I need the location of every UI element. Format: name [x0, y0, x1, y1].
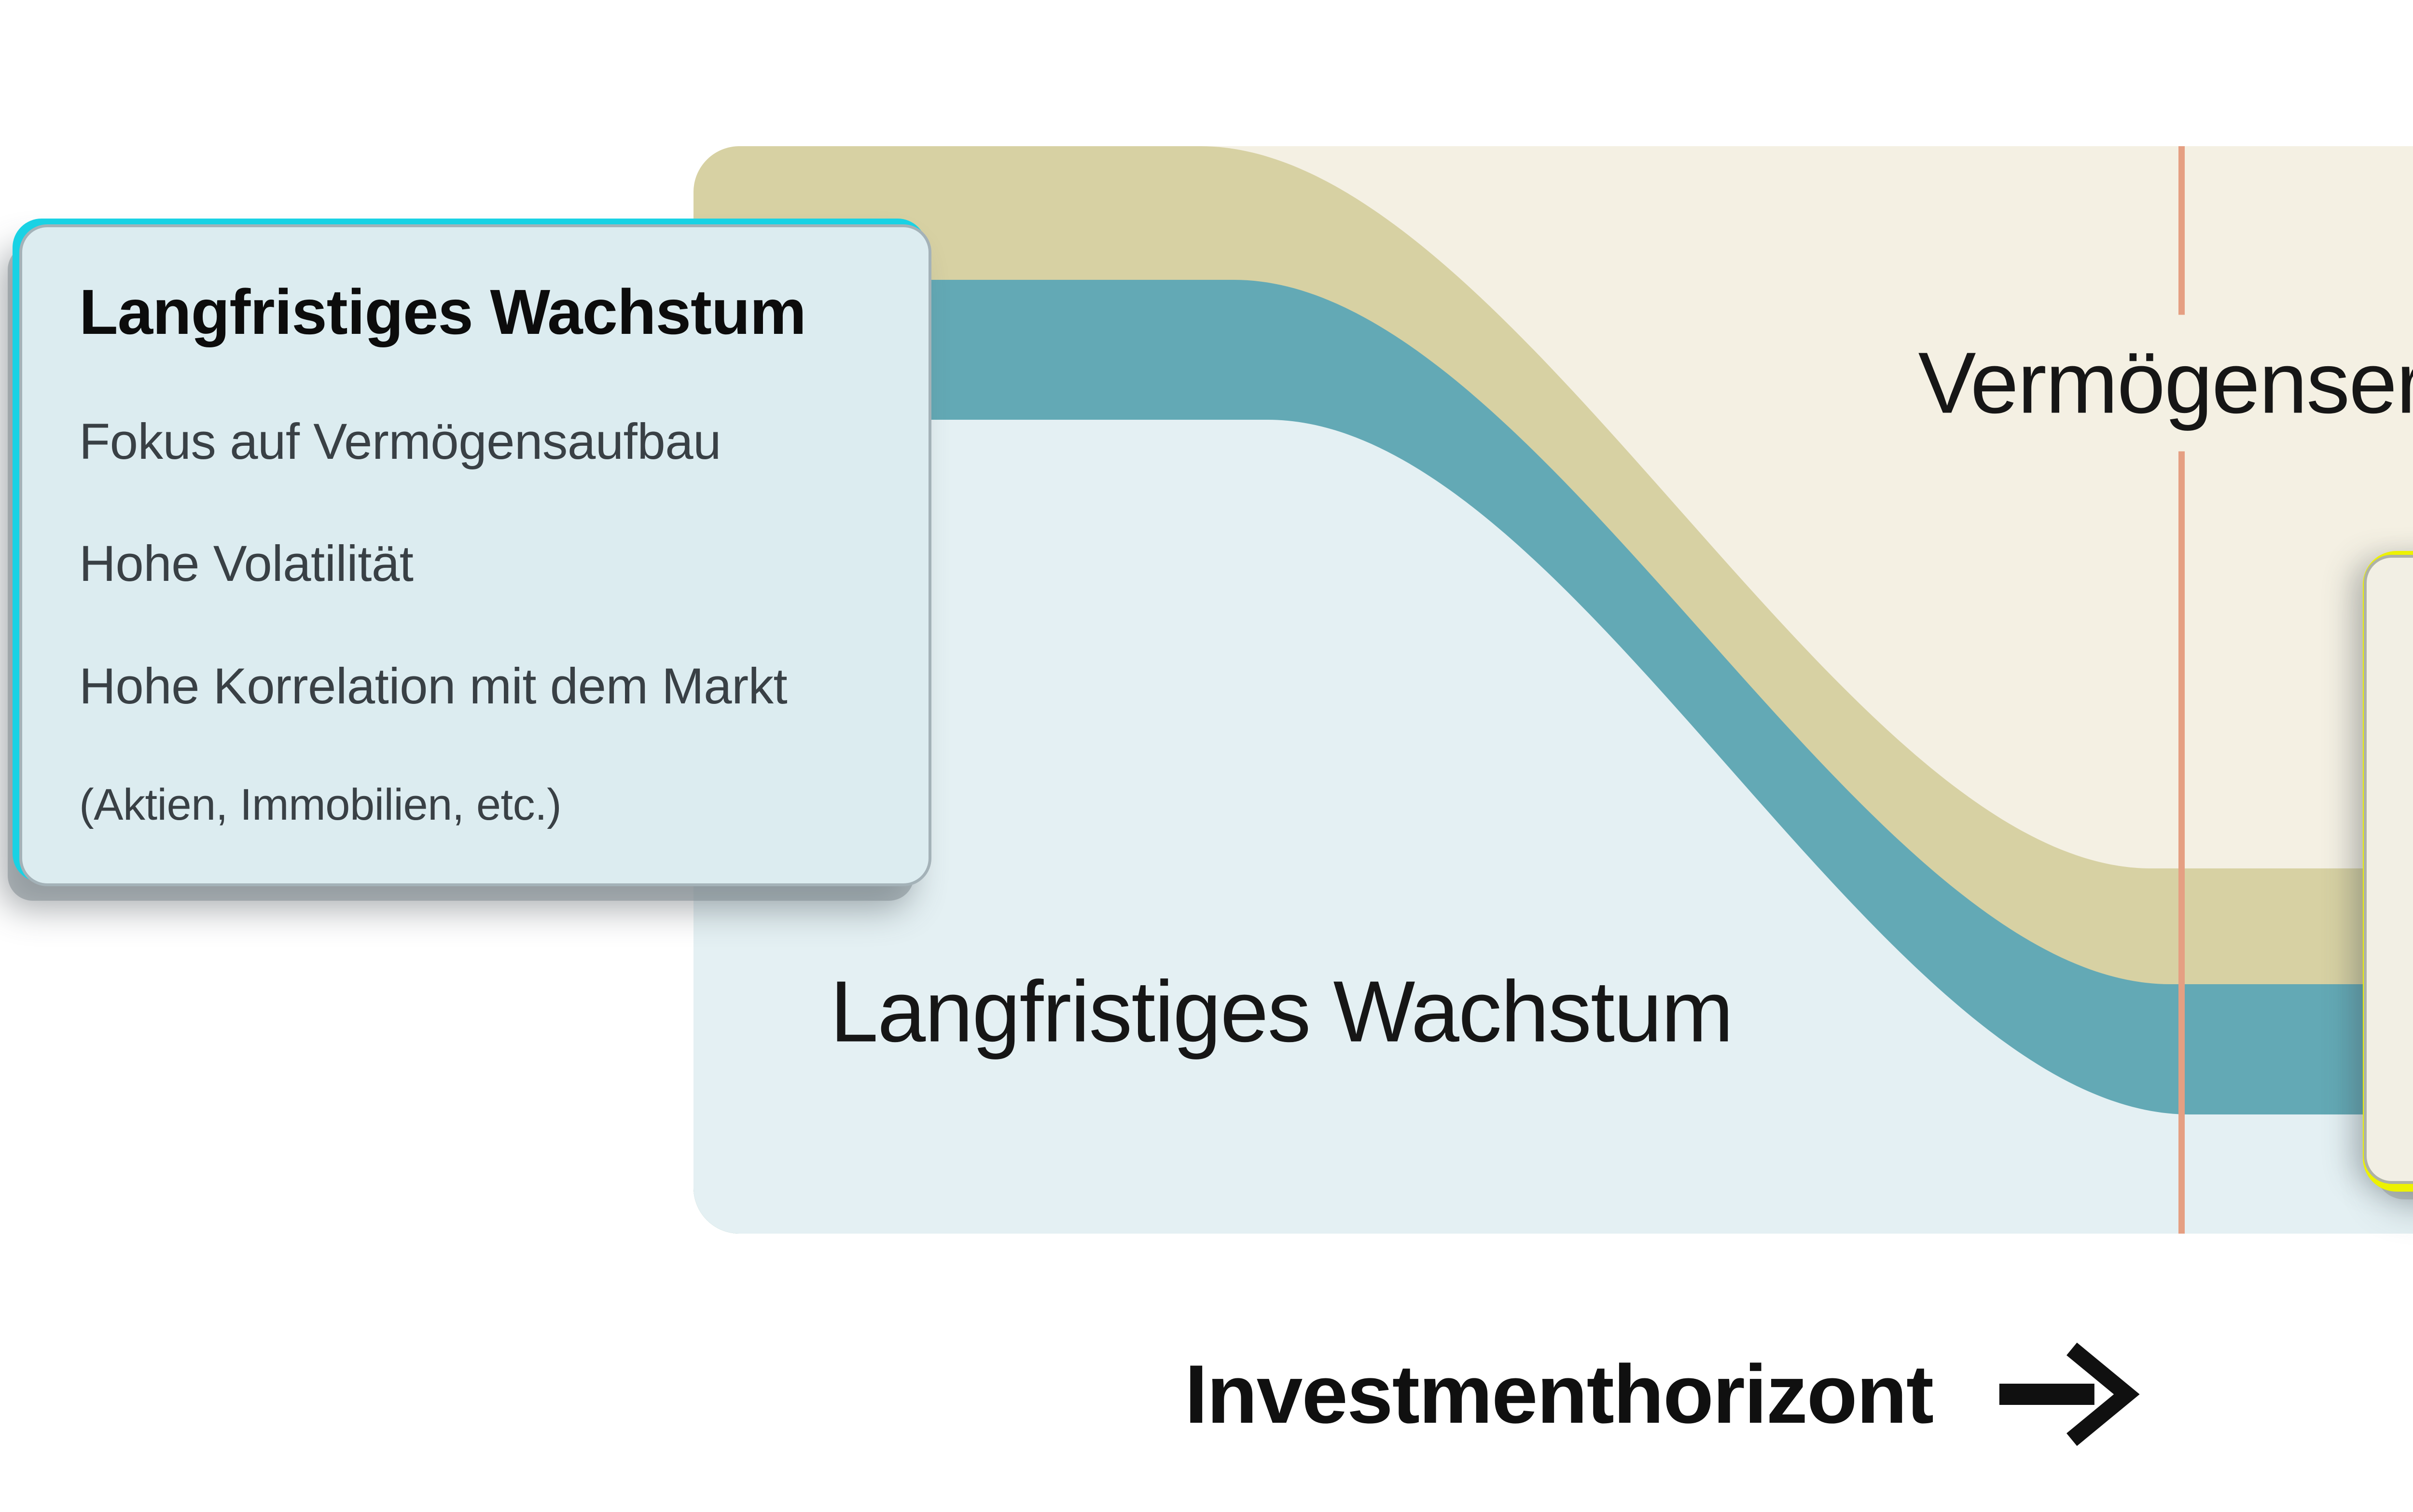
callout-item: Fokus auf Vermögensaufbau [79, 413, 721, 470]
chart-region-label-right: Vermögenserhalt [1887, 315, 2413, 452]
bands-svg [693, 146, 2413, 1234]
investment-horizon-axis: Investmenthorizont [1185, 1336, 2140, 1452]
callout-card-growth: Langfristiges Wachstum Fokus auf Vermöge… [19, 224, 931, 886]
callout-item: Hohe Korrelation mit dem Markt [79, 658, 788, 715]
callout-note: (Aktien, Immobilien, etc.) [79, 780, 562, 829]
callout-card-preservation: Vermögenserhalt Fokus auf nominalen Wert… [2364, 555, 2413, 1184]
callout-title: Langfristiges Wachstum [79, 276, 806, 347]
chart-region-label-left: Langfristiges Wachstum [830, 963, 1733, 1060]
flow-chart: Vermögenserhalt Langfristiges Wachstum [693, 146, 2413, 1234]
callout-item: Hohe Volatilität [79, 536, 414, 592]
right-arrow-icon [1999, 1342, 2140, 1446]
divider-line [2178, 146, 2185, 1234]
growth-region [693, 420, 2413, 1234]
axis-label: Investmenthorizont [1184, 1348, 1934, 1441]
